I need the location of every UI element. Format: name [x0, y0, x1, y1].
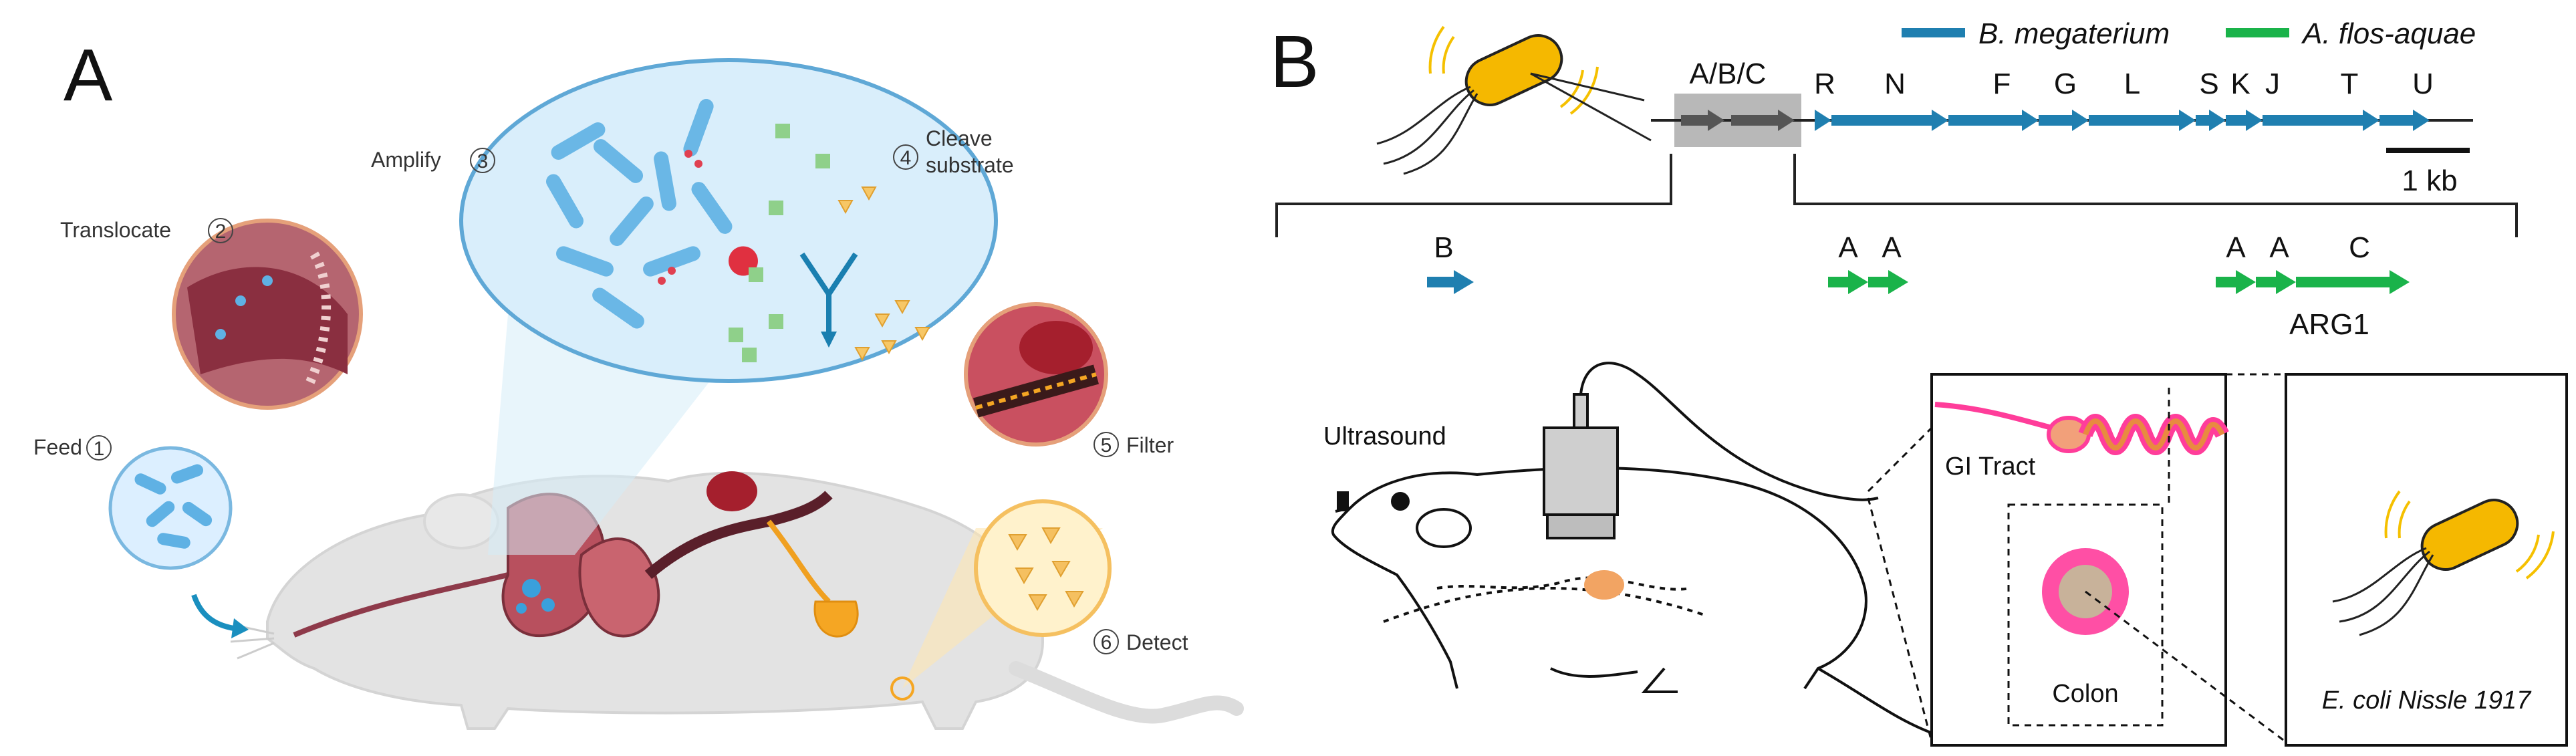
construct-gene-a1: A [1838, 231, 1858, 264]
gi-tract-label: GI Tract [1945, 453, 2036, 481]
construct-name: ARG1 [2289, 308, 2369, 341]
construct-gene-b: B [1434, 231, 1453, 264]
bracket-right [1793, 154, 2518, 237]
construct-gene-a3: A [2226, 231, 2246, 264]
strain-panel: E. coli Nissle 1917 [2285, 373, 2568, 747]
gene-label-j: J [2265, 68, 2280, 100]
step-filter-number: 5 [1101, 434, 1112, 457]
colon-highlight [1584, 570, 1624, 600]
step-filter-label: Filter [1126, 433, 1174, 457]
panel-a: A [0, 0, 1263, 756]
step-detect-label: Detect [1126, 630, 1188, 654]
bracket-left [1275, 154, 1672, 237]
legend-swatch-a-flos-aquae [2226, 28, 2289, 37]
construct-green-right: A A C ARG1 [2216, 231, 2410, 341]
zoom-line-4 [2085, 590, 2287, 743]
construct: B A A A A C ARG1 [1427, 231, 2410, 341]
construct-gene-c: C [2349, 231, 2370, 264]
step-cleave-label-line2: substrate [926, 153, 1014, 177]
construct-gene-a4: A [2269, 231, 2289, 264]
operon-abc-label: A/B/C [1690, 57, 1767, 90]
step-amplify-number: 3 [477, 150, 489, 172]
gene-label-k: K [2230, 68, 2250, 100]
gene-label-f: F [1993, 68, 2011, 100]
step-feed-number: 1 [94, 438, 105, 460]
amplify-bubble [459, 58, 998, 383]
operon-abc-arrows [1681, 110, 1795, 131]
construct-blue-gene: B [1427, 231, 1474, 294]
gvp-gene-arrows [1815, 110, 2430, 131]
panel-b-illustration: B B. megaterium A. flos-aquae A/B/C [1270, 17, 2568, 747]
gene-label-l: L [2124, 68, 2140, 100]
legend: B. megaterium A. flos-aquae [1902, 17, 2476, 50]
gene-labels: R N F G L S K J T U [1814, 68, 2434, 100]
step-cleave: 4 Cleave substrate [893, 126, 1014, 177]
gene-label-u: U [2412, 68, 2434, 100]
colon-label: Colon [2052, 680, 2118, 708]
step-detect-number: 6 [1101, 632, 1112, 654]
ultrasound-probe: Ultrasound [1323, 362, 1879, 539]
step-cleave-number: 4 [900, 147, 912, 169]
construct-gene-a2: A [1882, 231, 1902, 264]
feed-bubble [108, 446, 233, 570]
step-filter: 5 Filter [1093, 432, 1174, 457]
legend-label-a-flos-aquae: A. flos-aquae [2301, 17, 2476, 50]
step-translocate-label: Translocate [60, 218, 171, 242]
step-translocate: Translocate 2 [60, 218, 233, 243]
filter-bubble [964, 302, 1108, 447]
bacterium-icon [1376, 25, 1652, 175]
step-translocate-number: 2 [215, 221, 227, 243]
feed-arrow-head [231, 618, 249, 638]
feed-arrow [191, 594, 235, 631]
detect-spot [890, 676, 914, 701]
mouse-nose [1337, 491, 1349, 511]
gene-cluster: A/B/C R N F G L S K J T U [1651, 57, 2473, 197]
ultrasound-label: Ultrasound [1323, 422, 1446, 451]
zoom-line-1 [1867, 426, 1933, 493]
step-feed: Feed 1 [33, 435, 112, 461]
construct-green-left: A A [1828, 231, 1908, 294]
zoom-line-2 [1867, 497, 1933, 743]
gi-tract-panel: GI Tract Colon [1930, 373, 2229, 747]
strain-label: E. coli Nissle 1917 [2322, 686, 2532, 715]
translocate-bubble [172, 219, 363, 410]
gene-label-t: T [2341, 68, 2359, 100]
legend-label-b-megaterium: B. megaterium [1978, 17, 2170, 50]
detect-bubble [974, 499, 1112, 637]
step-feed-label: Feed [33, 435, 82, 459]
panel-a-illustration: A [33, 34, 1244, 730]
legend-swatch-b-megaterium [1902, 28, 1965, 37]
step-amplify: Amplify 3 [371, 148, 495, 173]
panel-b-letter: B [1270, 21, 1319, 103]
scale-bar-label: 1 kb [2402, 164, 2457, 197]
gene-label-s: S [2199, 68, 2218, 100]
gene-label-r: R [1814, 68, 1835, 100]
gene-label-g: G [2054, 68, 2077, 100]
step-amplify-label: Amplify [371, 148, 441, 172]
mouse-outline [1331, 467, 1993, 741]
step-cleave-label: Cleave [926, 126, 993, 150]
panel-b: B B. megaterium A. flos-aquae A/B/C [1263, 0, 2576, 756]
step-detect: 6 Detect [1093, 629, 1188, 654]
gene-label-n: N [1884, 68, 1906, 100]
panel-a-letter: A [63, 34, 113, 116]
